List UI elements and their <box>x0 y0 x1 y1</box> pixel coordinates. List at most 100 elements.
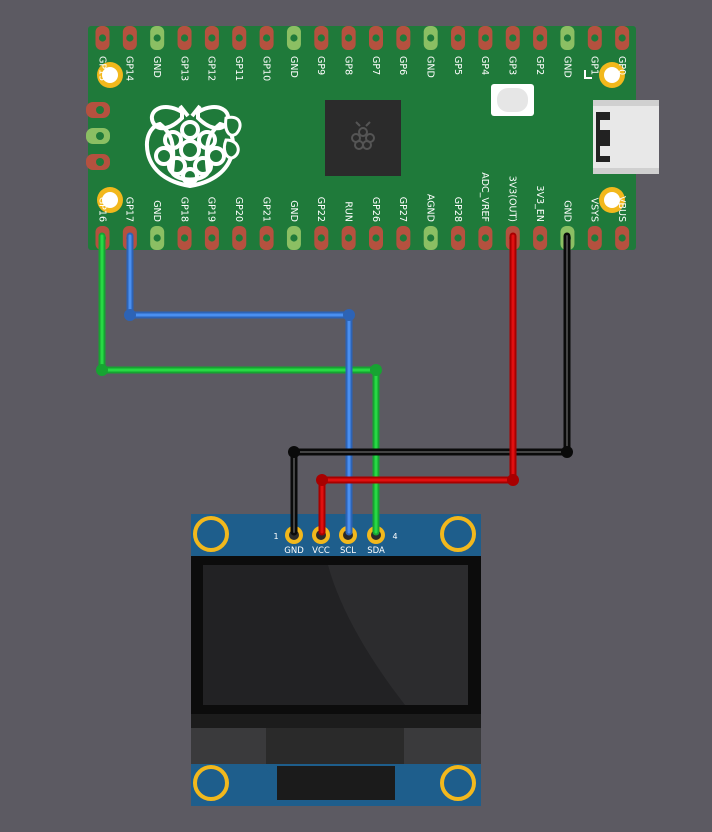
pin-label-gp3: GP3 <box>507 56 518 75</box>
pin-label-3v3-out-: 3V3(OUT) <box>507 176 518 222</box>
pin-label-run: RUN <box>342 201 353 222</box>
pin-label-gp2: GP2 <box>534 56 545 75</box>
pin-label-gnd: GND <box>561 56 572 78</box>
bottom-pin-7[interactable] <box>286 226 301 250</box>
top-pin-16[interactable] <box>533 26 548 50</box>
oled-pin-label-gnd: GND <box>284 546 304 556</box>
pin-label-gp9: GP9 <box>315 56 326 75</box>
pin-label-gp8: GP8 <box>342 56 353 75</box>
raspberry-pi-logo-icon <box>145 104 235 189</box>
top-pin-1[interactable] <box>122 26 137 50</box>
oled-pin-label-vcc: VCC <box>312 546 330 556</box>
bottom-pin-12[interactable] <box>423 226 438 250</box>
debug-pads <box>86 102 110 170</box>
top-pin-12[interactable] <box>423 26 438 50</box>
raspberry-leaf-icon <box>222 115 242 160</box>
oled-pin-label-sda: SDA <box>367 546 385 556</box>
bottom-pin-6[interactable] <box>259 226 274 250</box>
pin-label-gnd: GND <box>288 56 299 78</box>
pin-label-gp27: GP27 <box>397 197 408 222</box>
pin-label-gnd: GND <box>288 200 299 222</box>
bottom-pin-11[interactable] <box>396 226 411 250</box>
pin-label-gp0: GP0 <box>616 56 627 75</box>
pin-label-gp1: GP1 <box>589 56 600 75</box>
bottom-pin-2[interactable] <box>150 226 165 250</box>
pin-label-gp13: GP13 <box>178 56 189 81</box>
wire-gnd-black[interactable] <box>290 232 571 536</box>
top-pin-14[interactable] <box>478 26 493 50</box>
top-pin-4[interactable] <box>204 26 219 50</box>
wires <box>96 232 573 536</box>
pin-label-gnd: GND <box>561 200 572 222</box>
pin-label-gnd: GND <box>151 200 162 222</box>
pin-label-gp15: GP15 <box>96 56 107 81</box>
pin-label-gp14: GP14 <box>124 56 135 81</box>
top-pin-11[interactable] <box>396 26 411 50</box>
top-pin-7[interactable] <box>286 26 301 50</box>
pin-label-gp19: GP19 <box>206 197 217 222</box>
top-pin-8[interactable] <box>314 26 329 50</box>
flex-cable <box>277 766 395 800</box>
bottom-pin-5[interactable] <box>232 226 247 250</box>
pin-label-3v3-en: 3V3_EN <box>534 186 545 222</box>
top-pin-9[interactable] <box>341 26 356 50</box>
top-pin-19[interactable] <box>615 26 630 50</box>
pin-label-gp28: GP28 <box>452 197 463 222</box>
top-pin-18[interactable] <box>587 26 602 50</box>
pin-label-gnd: GND <box>151 56 162 78</box>
pin-label-gp26: GP26 <box>370 197 381 222</box>
bottom-pin-19[interactable] <box>615 226 630 250</box>
top-pin-17[interactable] <box>560 26 575 50</box>
pin-label-gp11: GP11 <box>233 56 244 81</box>
pin-label-gnd: GND <box>425 56 436 78</box>
pin-label-gp22: GP22 <box>315 197 326 222</box>
top-pin-13[interactable] <box>451 26 466 50</box>
screen-glare <box>328 565 468 705</box>
top-pin-10[interactable] <box>369 26 383 50</box>
bottom-pin-4[interactable] <box>204 226 219 250</box>
top-pin-15[interactable] <box>505 26 520 50</box>
pin-label-gp21: GP21 <box>260 197 271 222</box>
bottom-pin-18[interactable] <box>587 226 602 250</box>
wire-sda-green[interactable] <box>98 232 380 536</box>
bottom-pin-16[interactable] <box>533 226 548 250</box>
bootsel-button[interactable] <box>491 84 534 116</box>
top-pin-5[interactable] <box>232 26 247 50</box>
pin-label-gp12: GP12 <box>206 56 217 81</box>
bottom-pin-14[interactable] <box>478 226 493 250</box>
wire-joints <box>96 309 573 486</box>
pin-label-gp18: GP18 <box>178 197 189 222</box>
oled-mounting-holes <box>193 516 476 801</box>
bottom-pin-10[interactable] <box>369 226 383 250</box>
bottom-pin-9[interactable] <box>341 226 356 250</box>
bottom-pin-8[interactable] <box>314 226 329 250</box>
pin-label-gp16: GP16 <box>96 197 107 222</box>
top-pin-6[interactable] <box>259 26 274 50</box>
oled-pin-labels: GND VCC SCL SDA <box>284 546 385 556</box>
wire-scl-blue[interactable] <box>126 232 353 536</box>
pin-label-adc-vref: ADC_VREF <box>479 172 490 222</box>
pin-label-vbus: VBUS <box>616 196 627 222</box>
top-pin-0[interactable] <box>95 26 110 50</box>
usb-connector[interactable] <box>593 100 659 174</box>
bottom-pin-3[interactable] <box>177 226 192 250</box>
pin-label-gp6: GP6 <box>397 56 408 75</box>
pin-label-vsys: VSYS <box>589 198 600 222</box>
pin-label-gp7: GP7 <box>370 56 381 75</box>
oled-pin-number-1: 1 <box>273 532 278 541</box>
pin-label-gp5: GP5 <box>452 56 463 75</box>
bottom-pin-13[interactable] <box>451 226 466 250</box>
oled-pin-label-scl: SCL <box>340 546 356 556</box>
top-pin-2[interactable] <box>150 26 165 50</box>
pin-label-gp4: GP4 <box>479 56 490 75</box>
top-pin-3[interactable] <box>177 26 192 50</box>
rp2040-chip <box>325 100 401 176</box>
oled-display-module[interactable]: 1 4 <box>191 514 481 806</box>
oled-pin-number-4: 4 <box>392 532 397 541</box>
mounting-holes <box>97 62 625 213</box>
